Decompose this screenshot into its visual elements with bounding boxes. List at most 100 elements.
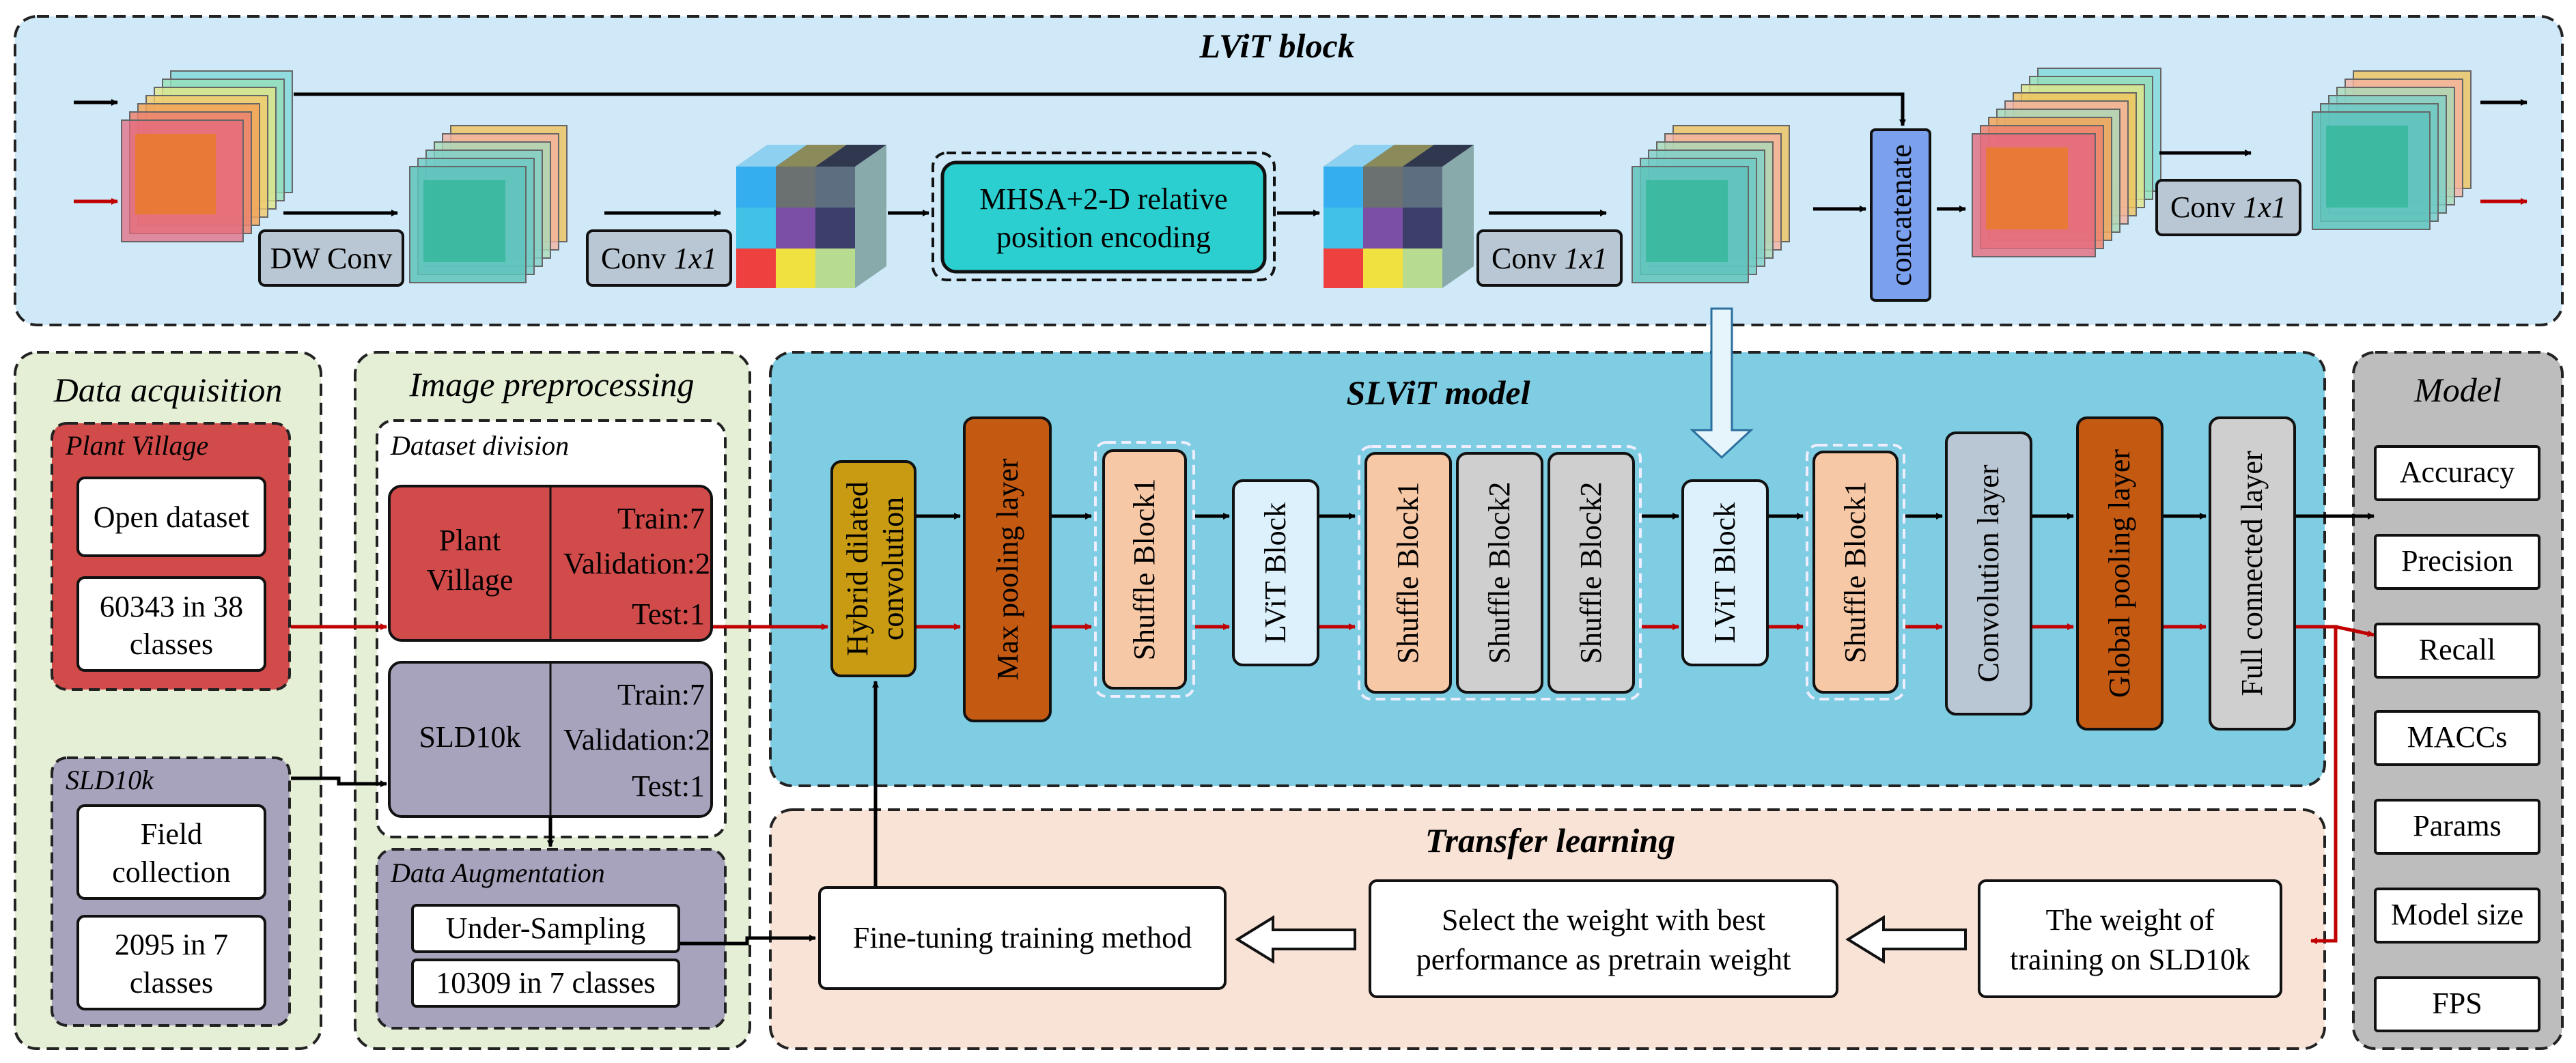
max-pooling-label: Max pooling layer bbox=[991, 458, 1024, 680]
svg-text:Params: Params bbox=[2413, 809, 2502, 842]
concatenate-box bbox=[1870, 128, 1931, 302]
hollow-arrow-select-to-fine-tuning bbox=[1235, 915, 1356, 964]
pv-count-line1: 60343 in 38 bbox=[100, 590, 243, 623]
hollow-arrow-weight-to-select bbox=[1845, 915, 1967, 964]
pv-train: Train:7 bbox=[617, 502, 705, 535]
sld-test: Test:1 bbox=[632, 769, 705, 803]
augmented-count-label: 10309 in 7 classes bbox=[436, 966, 655, 1000]
full-connected-layer-box bbox=[2209, 416, 2296, 731]
metric-item-model-size: Model size bbox=[2374, 888, 2540, 944]
select-weight-line1: Select the weight with best bbox=[1442, 903, 1765, 937]
svg-text:FPS: FPS bbox=[2432, 987, 2482, 1020]
mhsa-outer-dashed bbox=[932, 152, 1276, 281]
sld10k-tag: SLD10k bbox=[66, 765, 154, 795]
shuffle-block1-c-label: Shuffle Block1 bbox=[1838, 481, 1872, 664]
hybrid-label-line2: convolution bbox=[876, 497, 910, 640]
patch-cube-a bbox=[736, 145, 886, 288]
output-feature-map-stack bbox=[2312, 70, 2472, 230]
sld-train: Train:7 bbox=[617, 678, 705, 711]
convolution-layer-box bbox=[1945, 431, 2032, 715]
select-weight-line2: performance as pretrain weight bbox=[1416, 943, 1791, 976]
sld-count-box bbox=[76, 915, 266, 1010]
pv-division-name-line2: Village bbox=[427, 563, 514, 597]
under-sampling-box bbox=[411, 904, 680, 953]
svg-text:Precision: Precision bbox=[2401, 544, 2513, 578]
sld-count-line2: classes bbox=[130, 966, 213, 1000]
fine-tuning-box bbox=[818, 886, 1227, 990]
shuffle-block2-b-box bbox=[1548, 452, 1635, 694]
dw-conv-box bbox=[258, 229, 404, 287]
model-metrics-panel bbox=[2352, 351, 2564, 1050]
metric-item-accuracy: Accuracy bbox=[2374, 445, 2540, 501]
conv-output-feature-map-stack bbox=[1632, 125, 1790, 283]
under-sampling-label: Under-Sampling bbox=[446, 911, 645, 945]
dw-conv-label: DW Conv bbox=[270, 242, 393, 275]
fine-tuning-label: Fine-tuning training method bbox=[853, 921, 1192, 954]
max-pooling-layer-box bbox=[963, 416, 1052, 722]
metric-item-fps: FPS bbox=[2374, 976, 2540, 1032]
open-dataset-label: Open dataset bbox=[94, 500, 249, 534]
conv1x1-box-a bbox=[586, 229, 732, 287]
field-collection-line1: Field bbox=[141, 817, 202, 851]
full-connected-label: Full connected layer bbox=[2235, 451, 2269, 696]
data-augmentation-label: Data Augmentation bbox=[390, 858, 605, 888]
shuffle-block1-a-label: Shuffle Block1 bbox=[1128, 479, 1161, 661]
metric-item-recall: Recall bbox=[2374, 623, 2540, 679]
dw-conv-feature-map-stack bbox=[409, 125, 568, 283]
svg-text:MACCs: MACCs bbox=[2407, 720, 2508, 754]
shuffle-block1-a-frame bbox=[1094, 441, 1195, 698]
lvit-block-b-box bbox=[1681, 479, 1769, 666]
concatenated-feature-map-stack bbox=[1972, 68, 2161, 257]
shuffle-group-frame bbox=[1358, 445, 1642, 700]
open-dataset-box bbox=[76, 477, 266, 557]
pv-count-line2: classes bbox=[130, 627, 213, 661]
shuffle-block1-c-frame bbox=[1806, 444, 1905, 700]
data-acquisition-title: Data acquisition bbox=[53, 371, 283, 409]
mhsa-label-line1: MHSA+2-D relative bbox=[979, 182, 1227, 216]
shuffle-block2-a-box bbox=[1456, 452, 1543, 694]
shuffle-block1-a-box bbox=[1102, 449, 1187, 690]
conv1x1-box-b bbox=[1476, 229, 1623, 287]
pv-division-name-line1: Plant bbox=[439, 524, 501, 557]
model-metrics-title: Model bbox=[2413, 371, 2502, 409]
shuffle-block2-b-label: Shuffle Block2 bbox=[1574, 482, 1608, 664]
skip-connection-arrow bbox=[294, 92, 1906, 126]
metric-item-maccs: MACCs bbox=[2374, 710, 2540, 766]
mhsa-label-line2: position encoding bbox=[996, 221, 1211, 254]
pv-count-box bbox=[76, 576, 266, 672]
pv-validation: Validation:2 bbox=[563, 547, 710, 580]
sld-count-line1: 2095 in 7 bbox=[115, 928, 228, 961]
lvit-expand-arrow bbox=[1690, 307, 1754, 459]
weight-of-training-box bbox=[1978, 879, 2282, 998]
conv1x1-box-c bbox=[2155, 179, 2301, 236]
patch-cube-b bbox=[1324, 145, 1474, 288]
conv1x1-label-a: Conv 1x1 bbox=[601, 242, 717, 275]
image-preprocessing-title: Image preprocessing bbox=[408, 365, 694, 403]
lvit-block-b-label: LViT Block bbox=[1708, 502, 1741, 643]
slvit-model-title: SLViT model bbox=[1347, 373, 1530, 412]
arrow-augmentation-to-fine-tuning bbox=[680, 935, 816, 946]
weight-of-training-line1: The weight of bbox=[2046, 903, 2215, 937]
convolution-layer-label: Convolution layer bbox=[1972, 464, 2005, 682]
metric-item-params: Params bbox=[2374, 799, 2540, 855]
dataset-division-label: Dataset division bbox=[390, 430, 569, 461]
mhsa-box bbox=[940, 160, 1267, 274]
hybrid-dilated-convolution-box bbox=[830, 460, 916, 677]
svg-text:Model size: Model size bbox=[2391, 898, 2523, 931]
input-feature-map-stack bbox=[121, 70, 293, 242]
hybrid-label-line1: Hybrid dilated bbox=[841, 481, 874, 655]
field-collection-line2: collection bbox=[112, 855, 231, 889]
svg-text:Recall: Recall bbox=[2419, 633, 2495, 666]
sld-division-name: SLD10k bbox=[419, 720, 520, 754]
shuffle-block1-c-box bbox=[1812, 451, 1899, 694]
field-collection-box bbox=[76, 804, 266, 900]
sld-validation: Validation:2 bbox=[563, 723, 710, 756]
pv-test: Test:1 bbox=[632, 597, 705, 631]
transfer-learning-title: Transfer learning bbox=[1425, 821, 1675, 860]
lvit-block-a-label: LViT Block bbox=[1259, 502, 1292, 643]
plant-village-tag: Plant Village bbox=[65, 430, 208, 461]
shuffle-block1-b-box bbox=[1364, 452, 1452, 694]
arrow-sld-to-division bbox=[291, 776, 387, 787]
metric-item-precision: Precision bbox=[2374, 534, 2540, 590]
